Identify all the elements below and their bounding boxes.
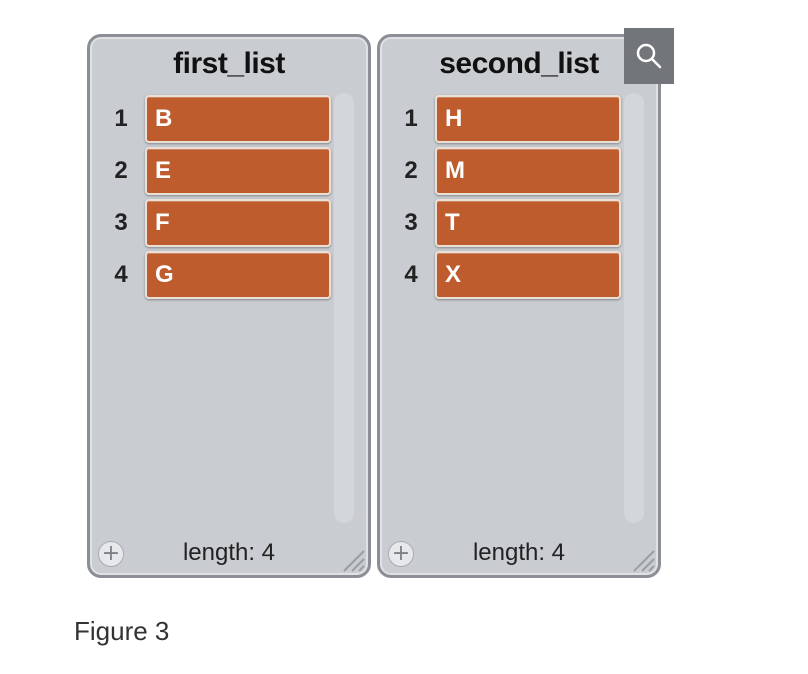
list-item: 3 F xyxy=(90,199,368,251)
item-value-cell[interactable]: B xyxy=(145,95,331,143)
item-index: 2 xyxy=(114,157,128,184)
item-value-cell[interactable]: G xyxy=(145,251,331,299)
list-item: 3 T xyxy=(380,199,658,251)
item-index: 3 xyxy=(404,209,418,236)
item-value-cell[interactable]: X xyxy=(435,251,621,299)
list-length-label: length: 4 xyxy=(472,539,566,566)
list-item: 2 E xyxy=(90,147,368,199)
add-item-button[interactable]: + xyxy=(388,541,414,567)
list-title: second_list xyxy=(439,47,599,80)
list-watcher-second-list: second_list 1 H 2 M 3 T 4 X + length: 4 xyxy=(377,34,661,578)
list-items: 1 H 2 M 3 T 4 X xyxy=(380,95,658,303)
item-index: 3 xyxy=(114,209,128,236)
list-length-label: length: 4 xyxy=(182,539,276,566)
list-item: 1 B xyxy=(90,95,368,147)
resize-handle-icon[interactable] xyxy=(340,547,366,573)
item-index: 4 xyxy=(404,261,418,288)
item-value-cell[interactable]: M xyxy=(435,147,621,195)
item-index: 1 xyxy=(404,105,418,132)
list-item: 4 G xyxy=(90,251,368,303)
list-title: first_list xyxy=(173,47,285,80)
item-value-cell[interactable]: E xyxy=(145,147,331,195)
magnify-button[interactable] xyxy=(624,28,674,84)
figure-caption: Figure 3 xyxy=(74,616,170,646)
scrollbar-track[interactable] xyxy=(624,93,644,523)
search-icon xyxy=(636,43,662,69)
item-index: 2 xyxy=(404,157,418,184)
item-value-cell[interactable]: F xyxy=(145,199,331,247)
list-item: 2 M xyxy=(380,147,658,199)
list-item: 4 X xyxy=(380,251,658,303)
resize-handle-icon[interactable] xyxy=(630,547,656,573)
list-watcher-first-list: first_list 1 B 2 E 3 F 4 G + length: 4 xyxy=(87,34,371,578)
list-item: 1 H xyxy=(380,95,658,147)
item-index: 1 xyxy=(114,105,128,132)
add-item-button[interactable]: + xyxy=(98,541,124,567)
item-value-cell[interactable]: H xyxy=(435,95,621,143)
scrollbar-track[interactable] xyxy=(334,93,354,523)
list-items: 1 B 2 E 3 F 4 G xyxy=(90,95,368,303)
item-value-cell[interactable]: T xyxy=(435,199,621,247)
item-index: 4 xyxy=(114,261,128,288)
